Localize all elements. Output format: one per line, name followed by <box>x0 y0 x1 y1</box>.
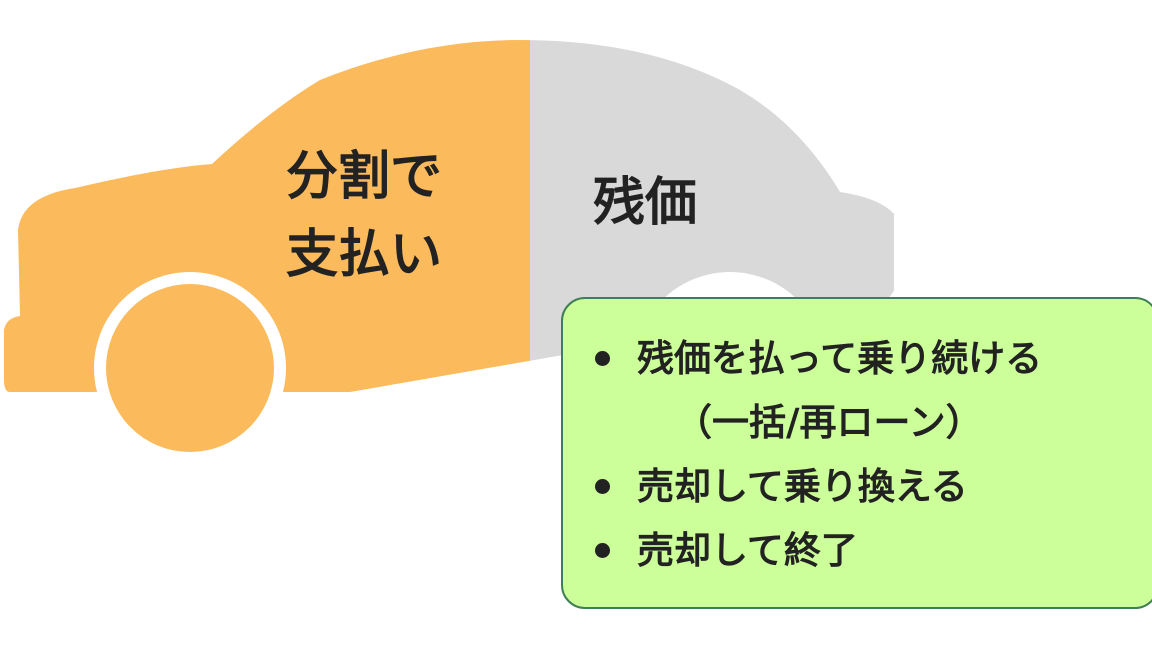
residual-options-list: 残価を払って乗り続ける （一括/再ローン） 売却して乗り換える 売却して終了 <box>585 327 1042 583</box>
bullet-icon <box>595 351 610 366</box>
option-subtext-lump-sum-or-reloan: （一括/再ローン） <box>675 401 983 444</box>
installment-label-line-2: 支払い <box>286 225 443 285</box>
option-text-pay-and-keep: 残価を払って乗り続ける <box>637 337 1043 380</box>
option-item-sell-and-replace: 売却して乗り換える <box>585 455 1042 519</box>
residual-options-box: 残価を払って乗り続ける （一括/再ローン） 売却して乗り換える 売却して終了 <box>561 297 1152 609</box>
car-body-right <box>530 40 894 361</box>
option-item-sell-and-end: 売却して終了 <box>585 519 1042 583</box>
bullet-icon <box>595 543 610 558</box>
installment-label-line-1: 分割で <box>286 147 443 207</box>
option-text-sell-and-replace: 売却して乗り換える <box>637 465 968 508</box>
option-item-pay-and-keep: 残価を払って乗り続ける （一括/再ローン） <box>585 327 1042 455</box>
residual-value-label: 残価 <box>593 173 698 233</box>
bullet-icon <box>595 479 610 494</box>
installment-payment-label: 分割で 支払い <box>286 138 442 294</box>
front-wheel <box>106 284 274 452</box>
option-text-sell-and-end: 売却して終了 <box>637 529 858 572</box>
